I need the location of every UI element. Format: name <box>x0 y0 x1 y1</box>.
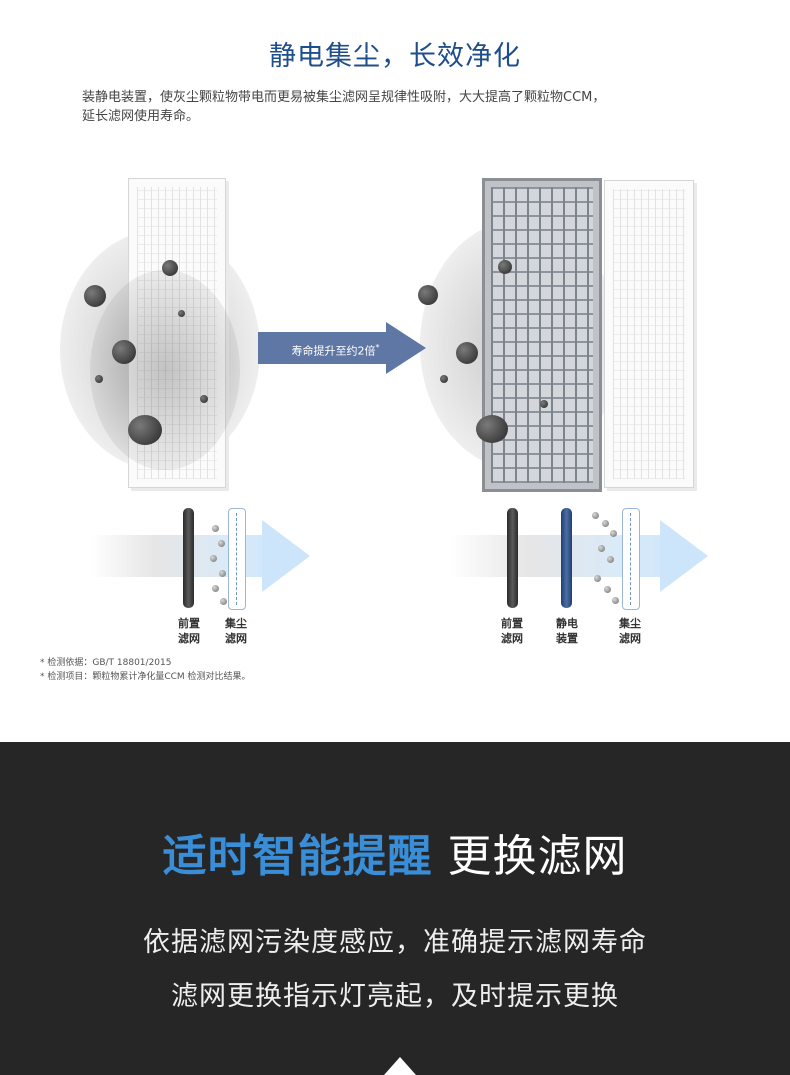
dust-particle-icon <box>95 375 103 383</box>
lifespan-arrow: 寿命提升至约2倍* <box>258 322 426 374</box>
dust-particle-icon <box>128 415 162 445</box>
section-title: 静电集尘，长效净化 <box>269 41 521 72</box>
pre-filter-bar <box>183 508 194 608</box>
reminder-subline-1: 依据滤网污染度感应，准确提示滤网寿命 <box>143 927 647 958</box>
left-airflow-diagram <box>90 520 310 592</box>
dust-particle-icon <box>112 340 136 364</box>
right-dust-filter-image <box>604 180 694 488</box>
dust-filter-mesh <box>622 508 640 610</box>
reminder-section: 适时智能提醒 更换滤网 依据滤网污染度感应，准确提示滤网寿命 滤网更换指示灯亮起… <box>0 742 790 1075</box>
reminder-subline-2: 滤网更换指示灯亮起，及时提示更换 <box>171 981 619 1012</box>
caption-pre-filter: 前置 滤网 <box>178 617 200 645</box>
dust-particle-icon <box>200 395 208 403</box>
headline-rest: 更换滤网 <box>447 831 628 882</box>
description-line-2: 延长滤网使用寿命。 <box>82 109 200 124</box>
dust-filter-mesh <box>228 508 246 610</box>
description-line-1: 装静电装置，使灰尘颗粒物带电而更易被集尘滤网呈规律性吸附，大大提高了颗粒物CCM… <box>82 90 606 105</box>
dust-particle-icon <box>440 375 448 383</box>
note-line-1: * 检测依据：GB/T 18801/2015 <box>40 658 172 668</box>
filter-illustration <box>0 160 790 520</box>
headline-highlight: 适时智能提醒 <box>162 831 433 882</box>
dust-particle-icon <box>498 260 512 274</box>
dust-haze <box>90 270 240 470</box>
test-notes: * 检测依据：GB/T 18801/2015 * 检测项目：颗粒物累计净化量CC… <box>40 656 251 684</box>
dust-particle-icon <box>540 400 548 408</box>
dust-particle-icon <box>456 342 478 364</box>
caption-pre-filter: 前置 滤网 <box>501 617 523 645</box>
section-description: 装静电装置，使灰尘颗粒物带电而更易被集尘滤网呈规律性吸附，大大提高了颗粒物CCM… <box>82 88 742 126</box>
dust-particle-icon <box>162 260 178 276</box>
note-line-2: * 检测项目：颗粒物累计净化量CCM 检测对比结果。 <box>40 672 251 682</box>
dust-particle-icon <box>476 415 508 443</box>
caption-electrostatic-device: 静电 装置 <box>556 617 578 645</box>
left-dust-filter-image <box>128 178 226 488</box>
electrostatic-device-bar <box>561 508 572 608</box>
caption-dust-filter: 集尘 滤网 <box>619 617 641 645</box>
dust-particle-icon <box>84 285 106 307</box>
pre-filter-bar <box>507 508 518 608</box>
section-notch <box>384 1057 416 1075</box>
dust-particle-icon <box>418 285 438 305</box>
footnote-marker: * <box>375 343 380 352</box>
lifespan-label: 寿命提升至约2倍 <box>291 344 376 358</box>
caption-dust-filter: 集尘 滤网 <box>225 617 247 645</box>
electrostatic-filter-image <box>482 178 602 492</box>
feature-section-static: 静电集尘，长效净化 装静电装置，使灰尘颗粒物带电而更易被集尘滤网呈规律性吸附，大… <box>0 41 790 684</box>
dust-particle-icon <box>178 310 185 317</box>
right-airflow-diagram <box>450 520 710 592</box>
reminder-headline: 适时智能提醒 更换滤网 <box>0 820 790 884</box>
